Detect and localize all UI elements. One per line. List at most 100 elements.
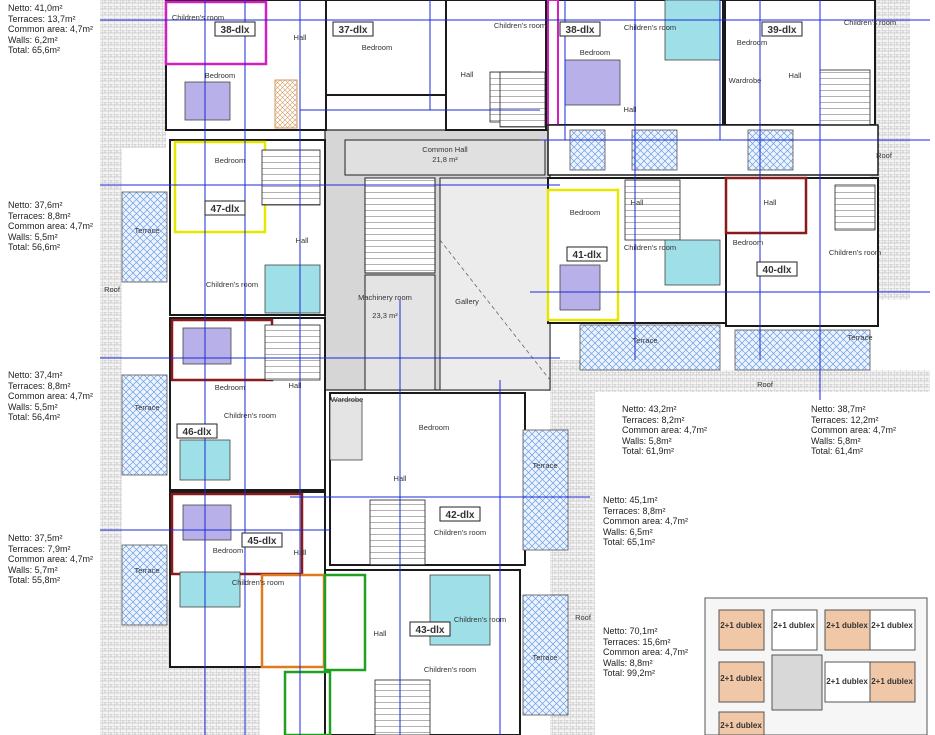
room-label: Bedroom bbox=[580, 48, 610, 57]
apartment-37-dlx bbox=[325, 0, 447, 96]
roof-label-left: Roof bbox=[104, 285, 121, 294]
main-staircase bbox=[364, 177, 436, 274]
room-label: Bedroom bbox=[205, 71, 235, 80]
room-label: Children's room bbox=[494, 21, 546, 30]
stat-line: Terraces: 8,2m² bbox=[622, 414, 685, 425]
tag-38-dlx-right: 38-dlx bbox=[566, 25, 595, 36]
stat-block: Netto: 45,1m² Terraces: 8,8m² Common are… bbox=[603, 495, 688, 548]
stat-block: Netto: 38,7m² Terraces: 12,2m² Common ar… bbox=[811, 404, 896, 457]
keyplan-cell: 2+1 dublex bbox=[871, 621, 913, 630]
tag-46-dlx: 46-dlx bbox=[183, 427, 212, 438]
gallery bbox=[439, 177, 551, 391]
common-hall-area: 21,8 m² bbox=[432, 155, 458, 164]
stat-line: Common area: 4,7m² bbox=[8, 391, 94, 401]
tag-39-dlx: 39-dlx bbox=[768, 25, 797, 36]
room-label: Children's room bbox=[434, 528, 486, 537]
stat-line: Common area: 4,7m² bbox=[8, 24, 94, 34]
bathroom bbox=[664, 0, 721, 61]
room-label: Hall bbox=[296, 236, 309, 245]
stat-line: Netto: 37,5m² bbox=[8, 533, 63, 543]
roof-label-bottom: Roof bbox=[575, 613, 592, 622]
room-label: Terrace bbox=[532, 461, 557, 470]
room-label: Bedroom bbox=[737, 38, 767, 47]
room-label: Children's room bbox=[454, 615, 506, 624]
roof-label-center: Roof bbox=[757, 380, 774, 389]
room-label: Hall bbox=[294, 548, 307, 557]
stat-line: Walls: 5,7m² bbox=[8, 564, 58, 575]
stat-line: Terraces: 8,8m² bbox=[8, 380, 71, 391]
room-label: Hall bbox=[624, 105, 637, 114]
terrace-47 bbox=[121, 191, 168, 283]
stat-line: Total: 61,4m² bbox=[811, 446, 864, 456]
stat-line: Netto: 70,1m² bbox=[603, 626, 658, 636]
room-label: Children's room bbox=[206, 280, 258, 289]
stat-line: Common area: 4,7m² bbox=[622, 425, 708, 435]
stat-line: Total: 99,2m² bbox=[603, 668, 656, 678]
keyplan-cell: 2+1 dublex bbox=[773, 621, 815, 630]
room-label: Hall bbox=[294, 33, 307, 42]
room-label: Children's room bbox=[232, 578, 284, 587]
stat-line: Terraces: 7,9m² bbox=[8, 543, 71, 554]
stat-line: Total: 65,1m² bbox=[603, 537, 656, 547]
room-label: Hall bbox=[631, 198, 644, 207]
room-label: Children's room bbox=[829, 248, 881, 257]
stat-line: Walls: 5,8m² bbox=[622, 435, 672, 446]
room-label: Terrace bbox=[847, 333, 872, 342]
room-label: Hall bbox=[289, 381, 302, 390]
stat-line: Total: 65,6m² bbox=[8, 45, 61, 55]
stat-line: Walls: 6,2m² bbox=[8, 34, 58, 45]
bed bbox=[182, 327, 232, 365]
tag-43-dlx: 43-dlx bbox=[416, 625, 445, 636]
room-label: Bedroom bbox=[362, 43, 392, 52]
room-label: Hall bbox=[789, 71, 802, 80]
gallery-label: Gallery bbox=[455, 297, 479, 306]
stat-line: Walls: 6,5m² bbox=[603, 526, 653, 537]
stat-line: Common area: 4,7m² bbox=[8, 221, 94, 231]
room-label: Wardrobe bbox=[331, 395, 364, 404]
bathroom bbox=[264, 264, 321, 314]
room-label: Children's room bbox=[844, 18, 896, 27]
bathroom bbox=[179, 571, 241, 608]
common-hall-label: Common Hall bbox=[422, 145, 468, 154]
room-label: Wardrobe bbox=[729, 76, 762, 85]
machinery-room-label: Machinery room bbox=[358, 293, 412, 302]
tag-38-dlx: 38-dlx bbox=[221, 25, 250, 36]
keyplan-cell: 2+1 dublex bbox=[720, 674, 762, 683]
stat-line: Netto: 37,4m² bbox=[8, 370, 63, 380]
roof-area-right-band bbox=[570, 370, 930, 392]
room-label: Hall bbox=[374, 629, 387, 638]
tag-45-dlx: 45-dlx bbox=[248, 536, 277, 547]
wardrobe bbox=[274, 79, 298, 129]
terrace-41 bbox=[579, 324, 721, 371]
tag-47-dlx: 47-dlx bbox=[211, 204, 240, 215]
roof-label-right: Roof bbox=[876, 151, 893, 160]
stat-line: Total: 55,8m² bbox=[8, 575, 61, 585]
keyplan-cell: 2+1 dublex bbox=[720, 721, 762, 730]
stat-line: Total: 61,9m² bbox=[622, 446, 675, 456]
apartment-42-dlx bbox=[329, 392, 526, 566]
dimension-lines bbox=[100, 0, 930, 735]
stat-line: Walls: 5,5m² bbox=[8, 231, 58, 242]
terrace-40 bbox=[734, 329, 871, 371]
room-label: Bedroom bbox=[215, 383, 245, 392]
roof-area-left bbox=[100, 0, 122, 735]
keyplan-cell: 2+1 dublex bbox=[826, 677, 868, 686]
tag-42-dlx: 42-dlx bbox=[446, 510, 475, 521]
stat-line: Walls: 5,8m² bbox=[811, 435, 861, 446]
room-label: Children's room bbox=[624, 23, 676, 32]
bed bbox=[559, 264, 601, 311]
stat-line: Netto: 38,7m² bbox=[811, 404, 866, 414]
room-label: Children's room bbox=[424, 665, 476, 674]
room-label: Bedroom bbox=[215, 156, 245, 165]
stat-block: Netto: 37,6m² Terraces: 8,8m² Common are… bbox=[8, 200, 93, 253]
keyplan-cell: 2+1 dublex bbox=[871, 677, 913, 686]
stat-line: Terraces: 13,7m² bbox=[8, 13, 76, 24]
stat-line: Common area: 4,7m² bbox=[603, 516, 689, 526]
keyplan-cell: 2+1 dublex bbox=[720, 621, 762, 630]
room-label: Children's room bbox=[172, 13, 224, 22]
stat-line: Netto: 41,0m² bbox=[8, 3, 63, 13]
room-label: Terrace bbox=[532, 653, 557, 662]
room-label: Bedroom bbox=[419, 423, 449, 432]
tag-37-dlx: 37-dlx bbox=[339, 25, 368, 36]
